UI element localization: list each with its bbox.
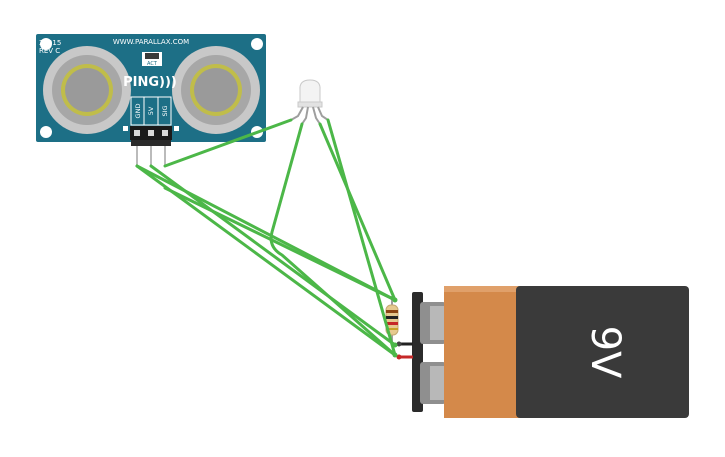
header-pins[interactable] xyxy=(130,126,172,166)
mount-hole xyxy=(40,38,52,50)
transducer-right xyxy=(172,46,260,134)
mount-hole xyxy=(251,38,263,50)
act-led xyxy=(145,53,159,59)
battery-9v[interactable]: 9V xyxy=(412,286,689,418)
wire xyxy=(149,164,397,347)
wires xyxy=(135,118,397,357)
wire xyxy=(326,118,397,357)
ping-sensor[interactable]: 28015 REV C WWW.PARALLAX.COM ACT PING)))… xyxy=(36,34,266,166)
battery-body xyxy=(516,286,689,418)
battery-label: 9V xyxy=(582,326,628,379)
ping-brand: PING))) xyxy=(123,75,177,90)
wire-junctions xyxy=(392,297,398,358)
pin-5v xyxy=(148,130,154,136)
pin-label-5v: 5V xyxy=(147,106,155,115)
pin-sig xyxy=(162,130,168,136)
parallax-url: WWW.PARALLAX.COM xyxy=(113,38,189,46)
pin-label-box xyxy=(130,96,172,126)
part-number: 28015 xyxy=(39,39,61,47)
transducer-left xyxy=(43,46,131,134)
pin-gnd xyxy=(134,130,140,136)
rgb-led[interactable] xyxy=(290,79,329,125)
revision-label: REV C xyxy=(39,47,60,55)
wire xyxy=(163,186,397,302)
battery-wrap xyxy=(444,286,524,418)
resistor[interactable] xyxy=(385,296,399,344)
wire xyxy=(318,122,397,302)
act-label: ACT xyxy=(147,61,158,67)
mount-hole xyxy=(40,126,52,138)
pin-label-gnd: GND xyxy=(134,104,142,119)
wire xyxy=(163,118,293,168)
wire xyxy=(135,164,397,357)
wire xyxy=(269,122,397,357)
battery-leads xyxy=(396,341,413,360)
pin-label-sig: SIG xyxy=(161,105,169,116)
